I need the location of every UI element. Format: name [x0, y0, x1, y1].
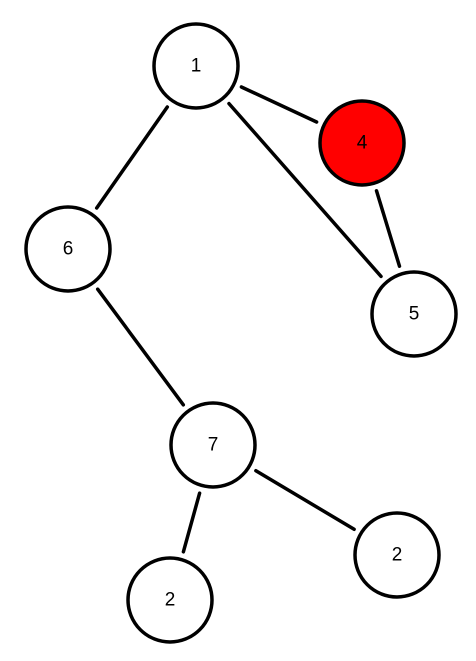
node-label: 5: [409, 304, 420, 325]
edges-layer: [94, 85, 402, 554]
node-circle: [370, 270, 458, 358]
node-label: 7: [208, 435, 219, 456]
edge-n6-n7: [95, 287, 186, 407]
edge-n4-n5: [374, 189, 402, 268]
edge-n7-n2a: [181, 491, 202, 554]
node-label: 6: [63, 239, 74, 260]
node-n2b[interactable]: 2: [353, 511, 441, 599]
edge-n1-n5: [227, 101, 383, 279]
node-n1[interactable]: 1: [152, 22, 240, 110]
node-circle: [126, 556, 214, 644]
node-label: 2: [165, 590, 176, 611]
node-n4[interactable]: 4: [318, 99, 406, 187]
node-label: 4: [357, 133, 368, 154]
node-n2a[interactable]: 2: [126, 556, 214, 644]
node-label: 1: [191, 56, 202, 77]
node-n5[interactable]: 5: [370, 270, 458, 358]
node-n7[interactable]: 7: [169, 401, 257, 489]
node-circle: [353, 511, 441, 599]
nodes-layer: 1 4 6 5 7 2 2: [24, 22, 458, 644]
edge-n1-n4: [239, 85, 319, 124]
node-circle: [169, 401, 257, 489]
node-n6[interactable]: 6: [24, 205, 112, 293]
edge-n7-n2b: [254, 468, 356, 532]
node-label: 2: [392, 545, 403, 566]
edge-n1-n6: [94, 105, 170, 210]
node-circle: [152, 22, 240, 110]
node-circle: [24, 205, 112, 293]
node-circle: [318, 99, 406, 187]
